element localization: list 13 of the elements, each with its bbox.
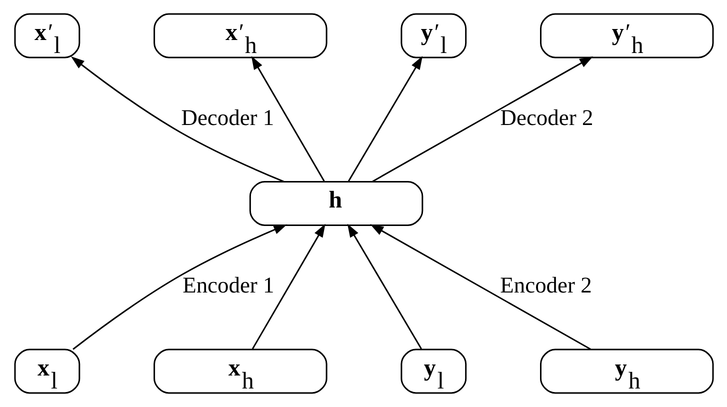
arrow	[72, 224, 287, 350]
edge-label: Decoder 1	[180, 104, 274, 130]
arrow	[251, 224, 325, 350]
arrow	[70, 56, 284, 182]
edge-label: Encoder 2	[500, 272, 592, 298]
arrow	[346, 224, 422, 350]
edge-label: Decoder 2	[500, 104, 593, 130]
edge-label: Encoder 1	[182, 272, 274, 298]
arrow	[372, 56, 593, 182]
node-box: h	[248, 181, 423, 226]
arrow	[250, 56, 324, 182]
arrow	[370, 224, 591, 350]
arrow	[347, 56, 422, 182]
